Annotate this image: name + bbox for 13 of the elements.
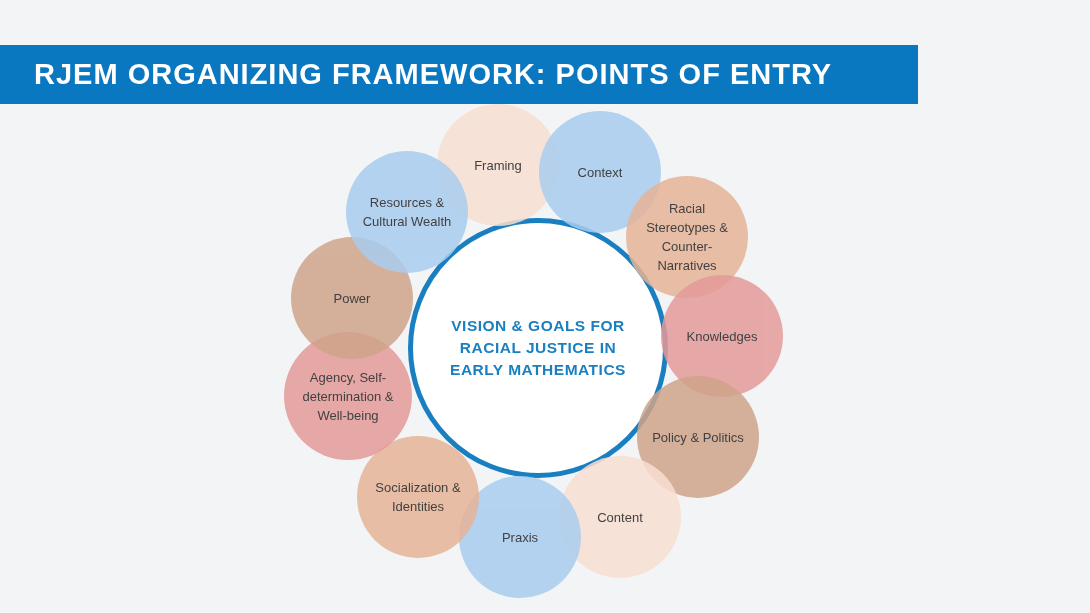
circle-label: Racial Stereotypes & Counter-Narratives: [645, 200, 729, 275]
circle-label: Praxis: [501, 528, 539, 547]
circle-label: Content: [597, 508, 643, 527]
center-label: VISION & GOALS FOR RACIAL JUSTICE IN EARLY MATHEMATICS: [449, 316, 627, 380]
circle-label: Resources & Cultural Wealth: [361, 194, 453, 231]
circle-label: Agency, Self-determination & Well-being: [301, 368, 395, 425]
circle-label: Framing: [474, 156, 522, 175]
title-banner: RJEM ORGANIZING FRAMEWORK: POINTS OF ENTRY: [0, 45, 918, 104]
circle-label: Socialization & Identities: [374, 479, 462, 516]
circle-label: Policy & Politics: [652, 428, 744, 447]
circle-label: Knowledges: [686, 327, 758, 346]
circle-label: Power: [333, 289, 371, 308]
circle-label: Context: [577, 163, 623, 182]
